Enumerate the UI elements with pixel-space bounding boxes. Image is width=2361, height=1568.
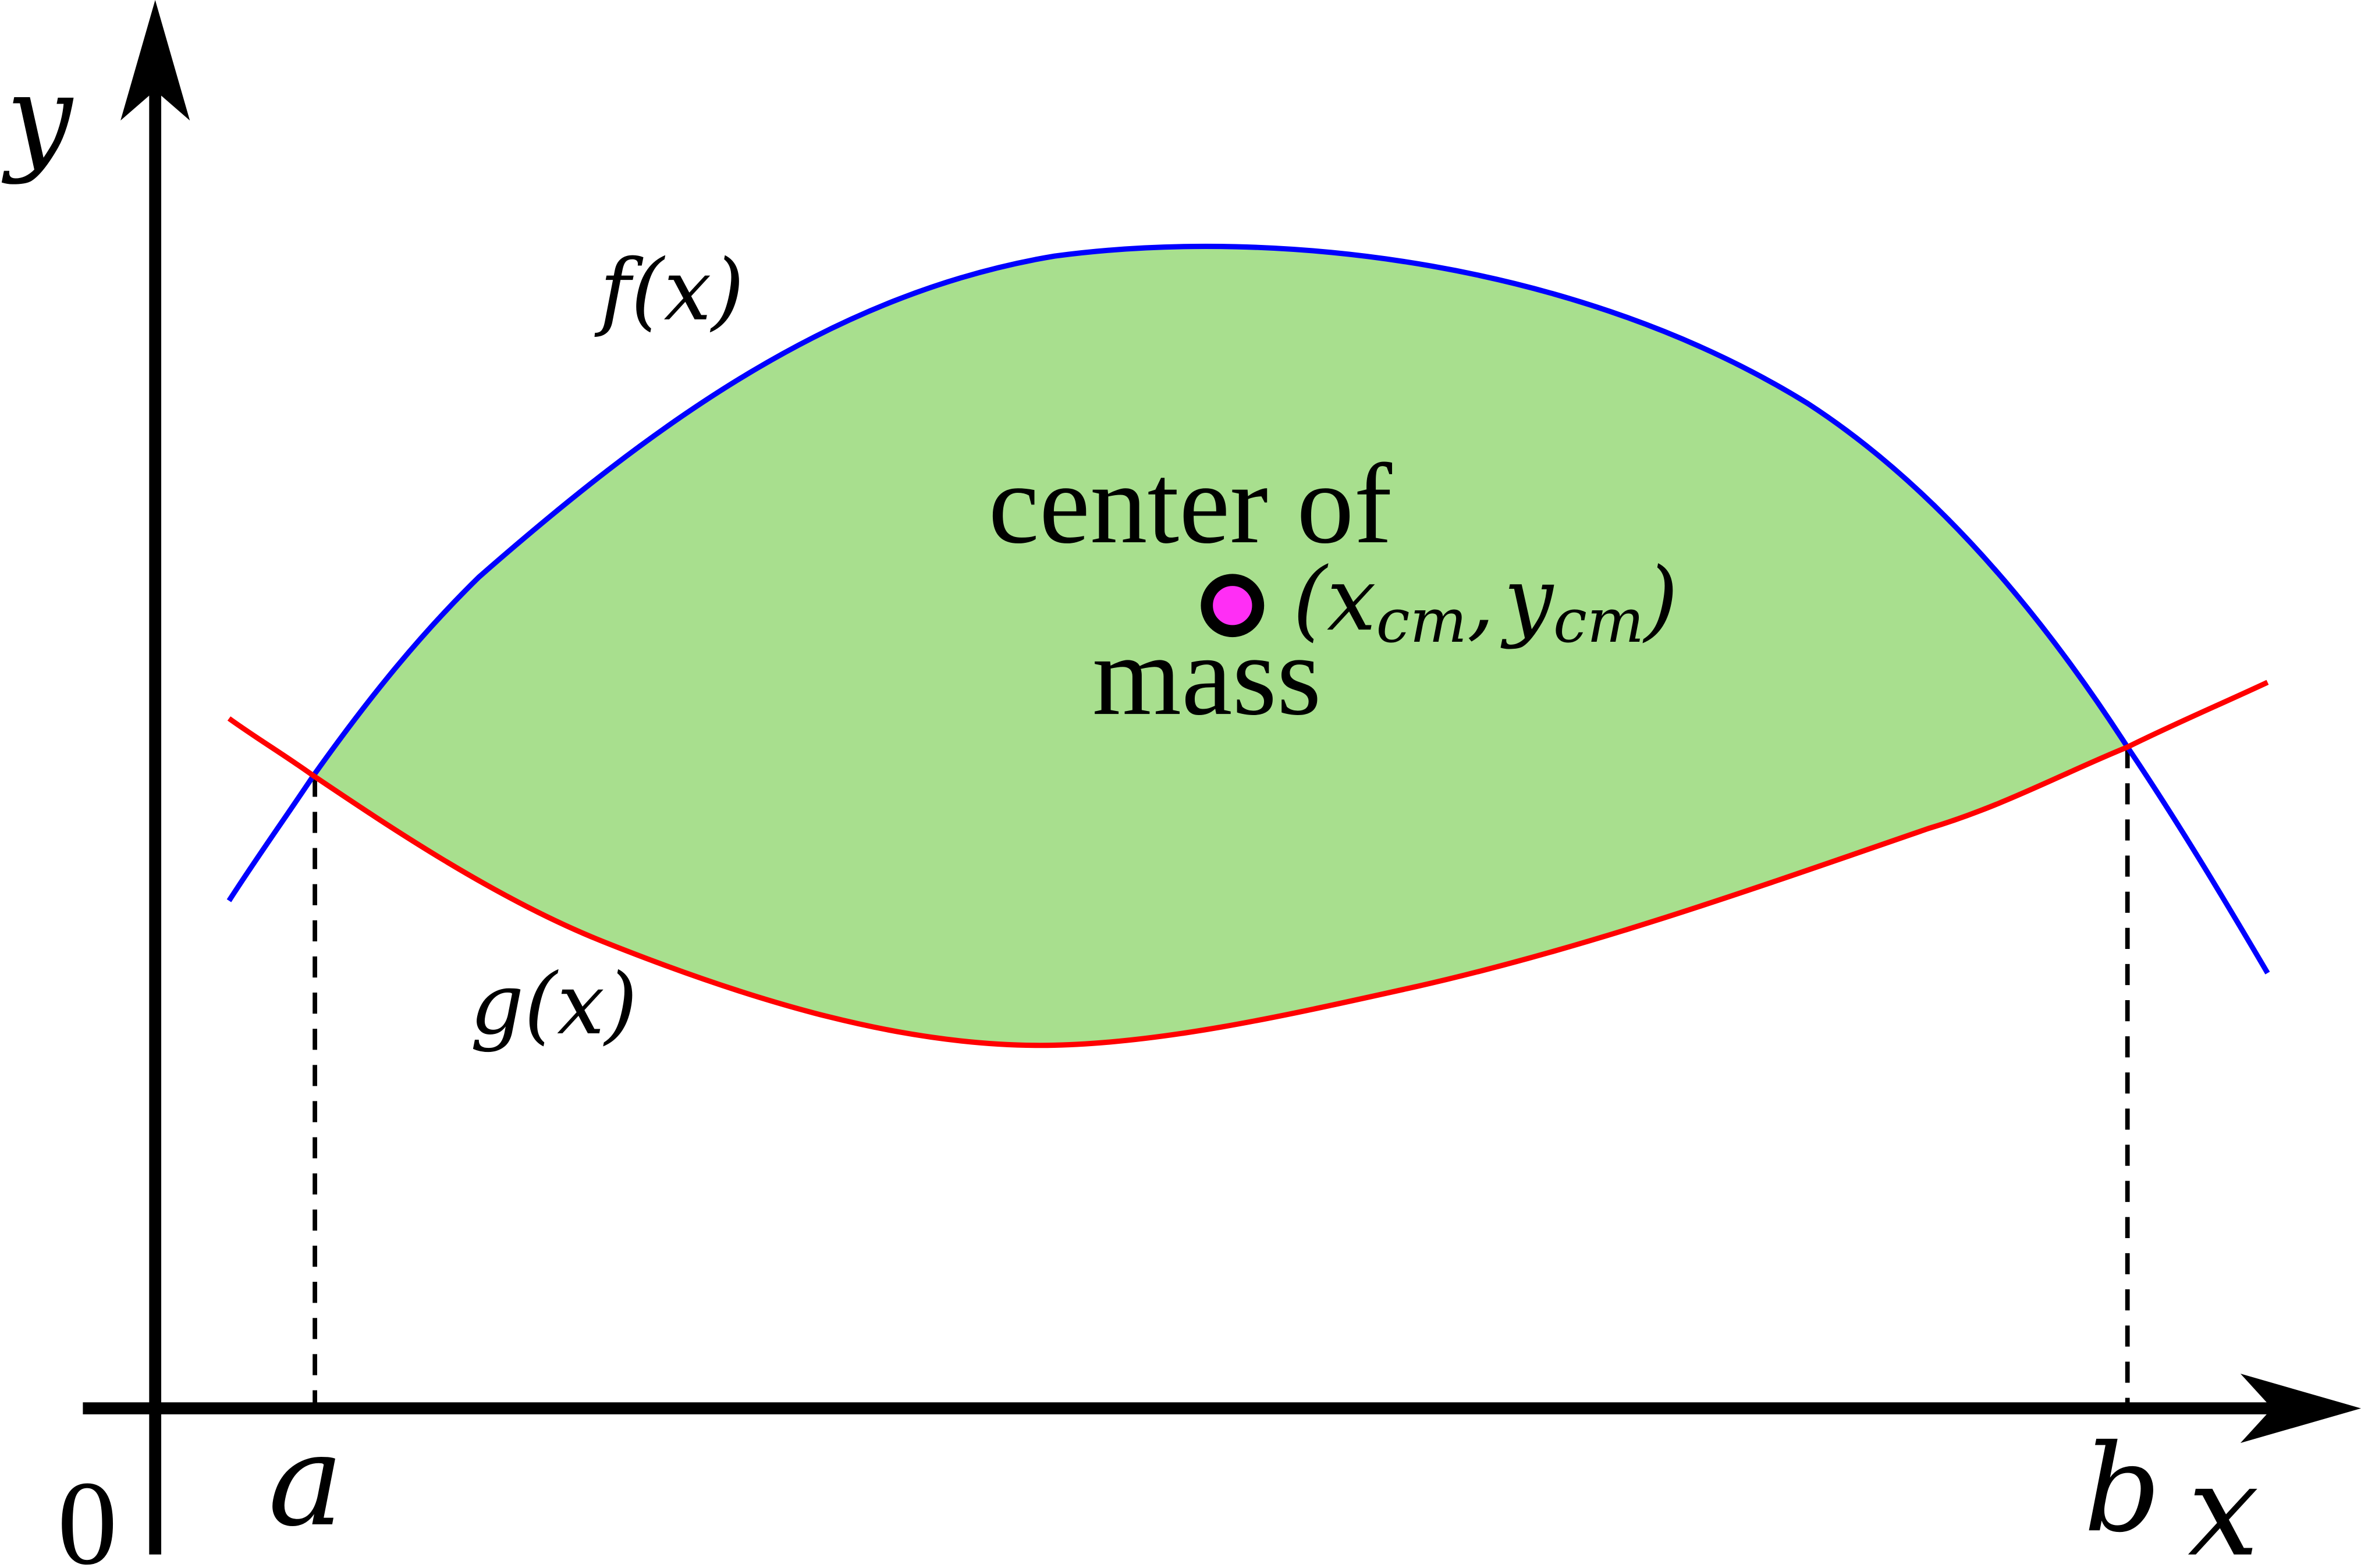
coord-x-sub: cm	[1376, 586, 1467, 656]
g-curve	[227, 680, 2269, 1048]
center-of-mass-point	[1201, 574, 1265, 638]
coord-separator: ,	[1467, 549, 1495, 650]
coord-open-paren: (	[1293, 549, 1329, 650]
y-axis-arrowhead	[120, 0, 190, 121]
center-of-mass-coordinates: (xcm,ycm)	[1293, 549, 1678, 656]
g-label-function: g	[470, 955, 524, 1054]
origin-label: 0	[57, 1456, 118, 1568]
coord-y-sub: cm	[1553, 586, 1644, 656]
coord-x-main: x	[1327, 549, 1376, 650]
g-label-argument: (x)	[524, 955, 638, 1054]
y-axis-label: y	[1, 49, 74, 186]
coord-close-paren: )	[1642, 549, 1678, 650]
coord-y-main: y	[1500, 549, 1554, 650]
f-curve	[226, 243, 2270, 975]
a-label: a	[268, 1407, 344, 1555]
x-axis-arrowhead	[2240, 1374, 2361, 1443]
b-label: b	[2084, 1418, 2161, 1559]
f-curve-label: f(x)	[594, 241, 744, 340]
center-of-mass-line2: mass	[1092, 612, 1322, 739]
shaded-region	[313, 246, 2128, 1046]
center-of-mass-line1: center of	[988, 440, 1392, 567]
f-label-argument: (x)	[631, 241, 744, 340]
x-axis-label: x	[2188, 1438, 2259, 1568]
g-curve-label: g(x)	[470, 955, 638, 1054]
